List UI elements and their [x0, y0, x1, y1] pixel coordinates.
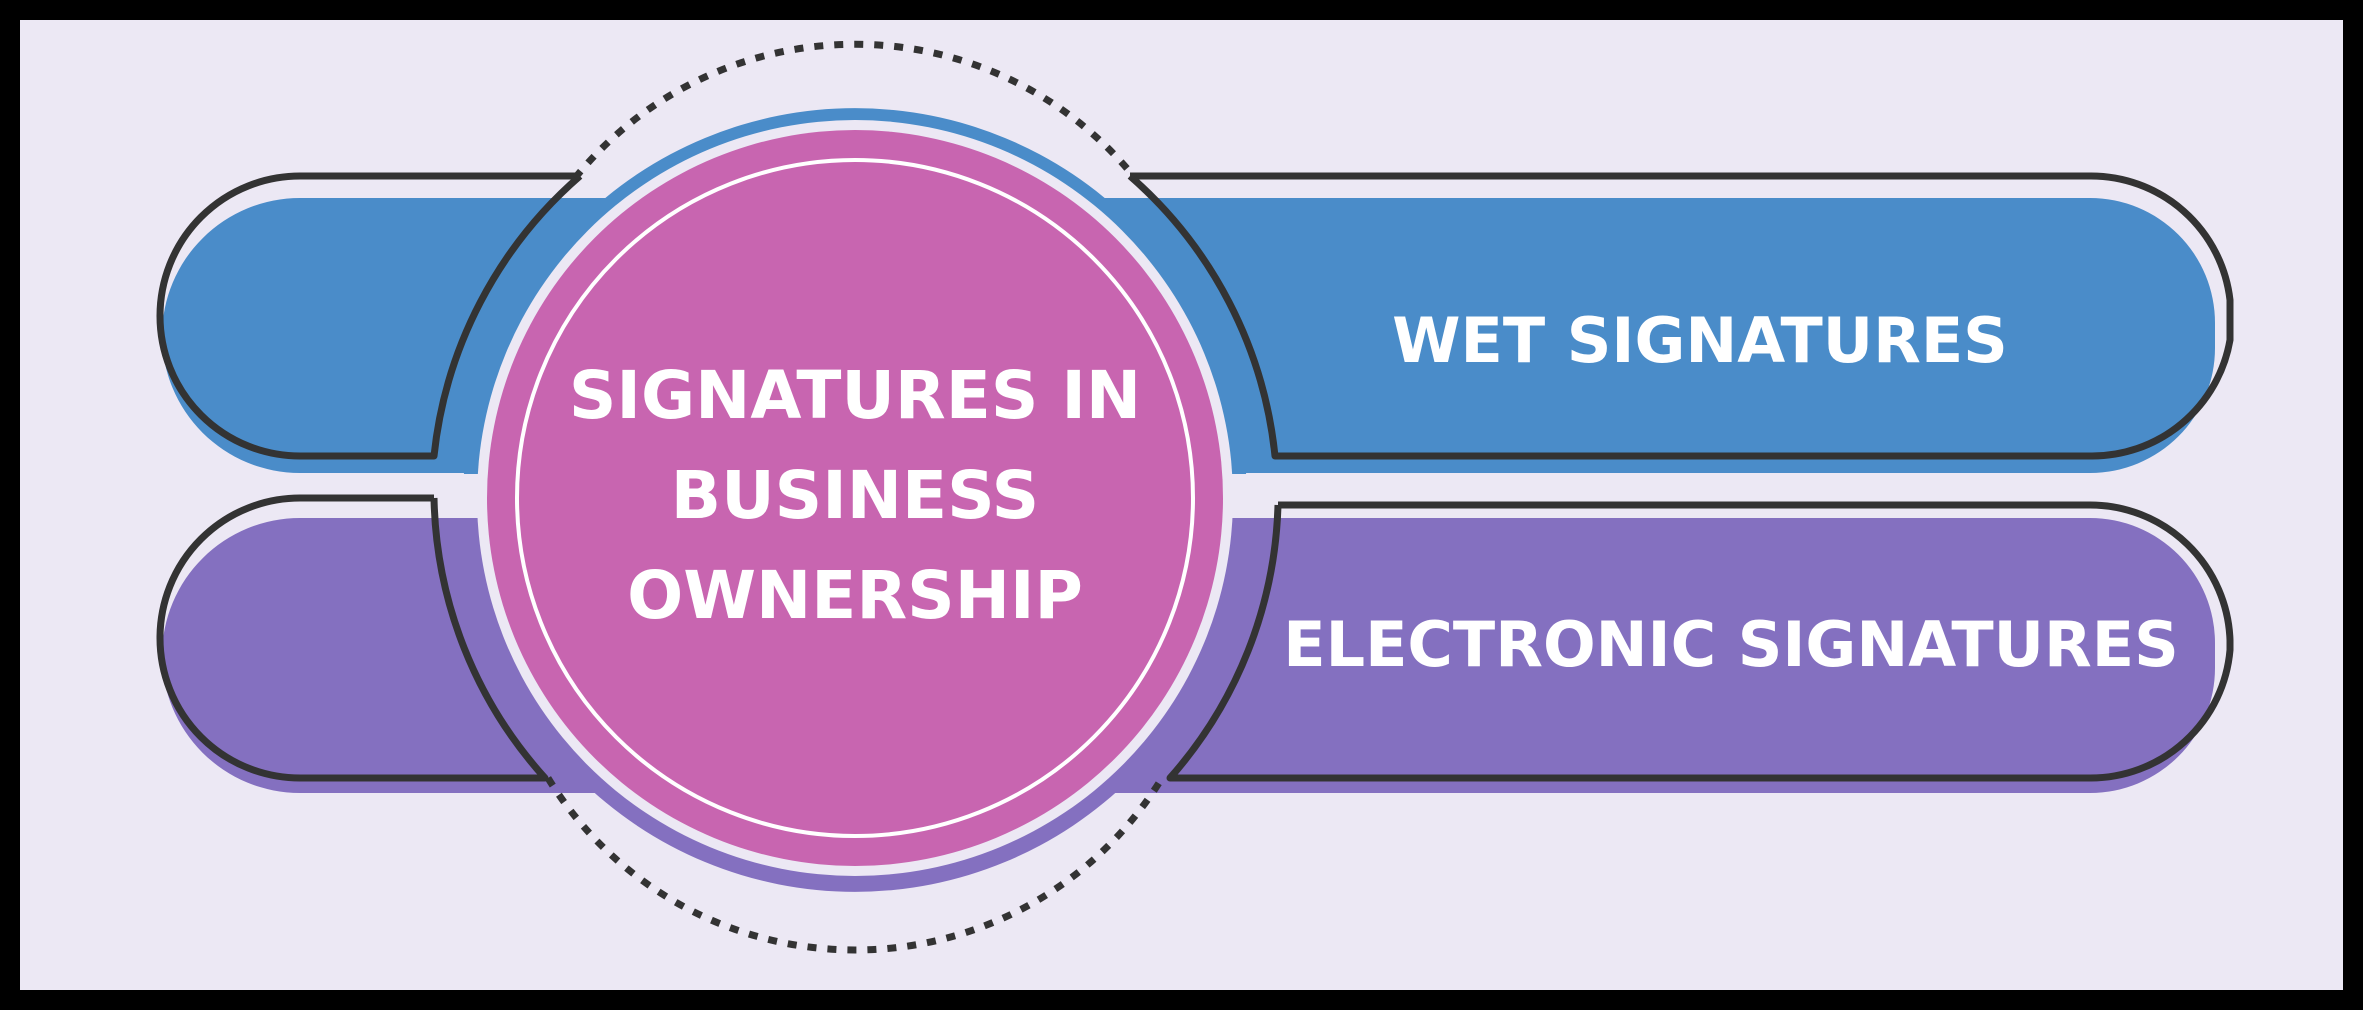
center-title-line3: OWNERSHIP — [627, 557, 1083, 634]
dotted-arc-bottom — [545, 776, 1165, 954]
top-band-outline-right — [1127, 172, 2234, 460]
center-title-line1: SIGNATURES IN — [569, 357, 1141, 434]
center-title-line2: BUSINESS — [671, 457, 1039, 534]
bottom-band-label: ELECTRONIC SIGNATURES — [1283, 608, 2179, 681]
dotted-arc-top — [572, 40, 1138, 181]
bottom-band-outline-right — [1166, 501, 2234, 782]
top-band-outline-left — [156, 172, 583, 460]
center-circle-inner-ring — [515, 158, 1195, 838]
center-circle — [487, 130, 1223, 866]
top-band-label: WET SIGNATURES — [1392, 304, 2008, 377]
bottom-band-outline-left — [156, 494, 549, 782]
